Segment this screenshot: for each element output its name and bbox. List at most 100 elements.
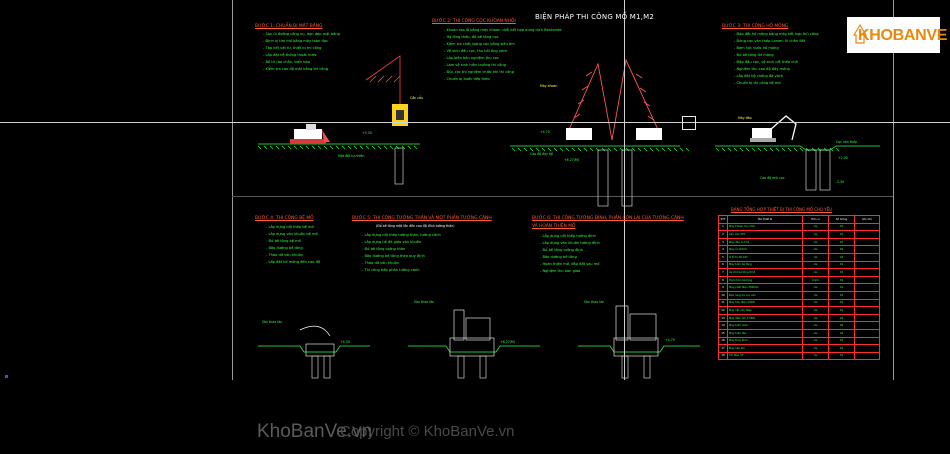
note: Làm vệ sinh hiện trường thi công xyxy=(444,62,562,69)
logo-text: KHOBANVE xyxy=(858,27,948,44)
annot-ground-level: Mặt đất tự nhiên xyxy=(338,154,365,158)
table-cell: cái xyxy=(802,268,829,277)
note: Đập đầu cọc, vệ sinh cốt thép chờ xyxy=(734,59,819,66)
note: Lấp đất hố móng đến cao độ xyxy=(266,259,320,266)
annot-elev-3: +4.70 xyxy=(540,130,550,134)
table-cell xyxy=(854,321,880,330)
table-cell: Máy thủy bình xyxy=(727,336,803,346)
table-header-cell: Ghi chú xyxy=(854,215,880,224)
note: Định vị tim mố bằng máy toàn đạc xyxy=(263,38,340,45)
table-cell: Máy khoan cọc nhồi xyxy=(727,222,803,232)
table-cell: 11 xyxy=(718,298,728,308)
note: Đúc cọc thí nghiệm trước khi thi công xyxy=(444,69,562,76)
table-cell: cái xyxy=(802,260,829,270)
step1-notes: San ủi đường công vụ, dọn dẹp mặt bằng Đ… xyxy=(263,31,340,73)
cursor-pickbox[interactable] xyxy=(682,116,696,130)
note: Nghiệm thu cao độ đáy móng xyxy=(734,66,819,73)
step1-drawing xyxy=(257,143,420,185)
annot-elev-2: +6.27(M) xyxy=(564,158,580,162)
table-cell: 01 xyxy=(828,344,855,353)
note: Đổ bê tông tường thân xyxy=(362,246,441,253)
khobanve-logo[interactable]: KHOBANVE xyxy=(847,17,947,53)
note: Đổ bê tông lót móng xyxy=(734,52,819,59)
step5-drawing xyxy=(408,309,540,379)
table-cell: cái xyxy=(802,222,829,232)
table-cell: cái xyxy=(802,336,829,346)
table-cell: 01 xyxy=(828,245,855,254)
note: Lắp dựng ván khuôn bệ mố xyxy=(266,231,320,238)
table-cell xyxy=(854,260,880,270)
table-cell xyxy=(854,245,880,254)
note: Đào đất hố móng bằng máy kết hợp thủ côn… xyxy=(734,31,818,38)
annot-elev-1b: +5.30 xyxy=(340,340,350,344)
table-cell: Búa rung hạ cọc ván xyxy=(727,290,803,300)
table-header-cell: Số lượng xyxy=(828,215,855,224)
table-cell: 01 xyxy=(828,237,855,247)
table-header-cell: Tên thiết bị xyxy=(727,215,803,224)
table-cell: 4 xyxy=(718,245,728,254)
note: Hạ lồng thép, đổ bê tông cọc xyxy=(444,34,562,41)
cad-canvas[interactable]: BIỆN PHÁP THI CÔNG MỐ M1,M2 BƯỚC 1: CHUẨ… xyxy=(0,0,950,380)
table-cell: cái xyxy=(802,230,829,239)
table-cell: 15 xyxy=(718,328,728,338)
table-cell: cái xyxy=(802,344,829,353)
step2-title: BƯỚC 2: THI CÔNG CỌC KHOAN NHỒI xyxy=(432,19,516,24)
table-cell: 01 xyxy=(828,260,855,270)
note: Khoan tạo lỗ bằng máy khoan nhồi kết hợp… xyxy=(444,27,561,34)
annot-elev-5: -2.50 xyxy=(836,180,845,184)
table-cell: 13 xyxy=(718,313,728,323)
table-cell: 03 xyxy=(828,268,855,277)
table-cell: 01 xyxy=(828,290,855,300)
table-cell: Máy ủi 110CV xyxy=(727,245,803,254)
table-cell: cái xyxy=(802,313,829,323)
step5-title: BƯỚC 5: THI CÔNG TƯỜNG THÂN VÀ MỘT PHẦN … xyxy=(352,216,492,221)
table-cell xyxy=(854,230,880,239)
table-cell: 01 xyxy=(828,222,855,232)
table-cell xyxy=(854,252,880,262)
note: Chuẩn bị thi công bệ mố xyxy=(734,80,819,87)
annot-sheet-pile: Cọc ván thép xyxy=(836,140,858,144)
table-header-cell: STT xyxy=(718,215,728,224)
annot-crane: Cần cẩu xyxy=(410,96,423,100)
note: Bơm hút nước hố móng xyxy=(734,45,819,52)
table-cell: 17 xyxy=(718,344,728,353)
annot-elev-4: +2.00 xyxy=(838,156,848,160)
copyright-text: Copyright © KhoBanVe.vn xyxy=(340,423,515,440)
note: Lắp dựng cốt thép tường thân, tường cánh xyxy=(362,232,440,239)
annot-elev-2b: +6.27(M) xyxy=(500,340,516,344)
table-cell: 01 xyxy=(828,230,855,239)
ucs-marker xyxy=(5,375,8,378)
note: Kiểm tra cao độ mặt bằng thi công xyxy=(263,66,340,73)
annot-stage-b: Sàn thao tác xyxy=(414,300,435,304)
table-cell xyxy=(854,351,880,361)
table-cell: cái xyxy=(802,298,829,308)
step5-notes: Lắp dựng cốt thép tường thân, tường cánh… xyxy=(362,232,441,274)
note: Tập kết vật tư, thiết bị thi công xyxy=(263,45,340,52)
table-cell xyxy=(854,306,880,315)
table-cell: 02 xyxy=(828,252,855,262)
note: Thi công tiếp phần tường cánh xyxy=(362,267,441,274)
annot-excavator: Máy đào xyxy=(738,116,752,120)
drawing-title: BIỆN PHÁP THI CÔNG MỐ M1,M2 xyxy=(535,13,654,21)
table-cell: 02 xyxy=(828,321,855,330)
excavator-icon xyxy=(750,115,797,142)
table-cell: Trạm trộn bê tông xyxy=(727,275,803,285)
table-cell: 14 xyxy=(718,321,728,330)
table-cell: Máy cắt uốn thép xyxy=(727,306,803,315)
step3-title: BƯỚC 3: THI CÔNG HỐ MÓNG xyxy=(722,24,789,29)
step6-title: BƯỚC 6: THI CÔNG TƯỜNG ĐỈNH, PHẦN CÒN LẠ… xyxy=(532,216,684,221)
note: Bảo dưỡng bê tông xyxy=(266,245,320,252)
table-cell: 6 xyxy=(718,260,728,270)
table-cell: Máy hàn điện 23KW xyxy=(727,298,803,308)
table-cell: cái xyxy=(802,245,829,254)
table-cell: 01 xyxy=(828,306,855,315)
